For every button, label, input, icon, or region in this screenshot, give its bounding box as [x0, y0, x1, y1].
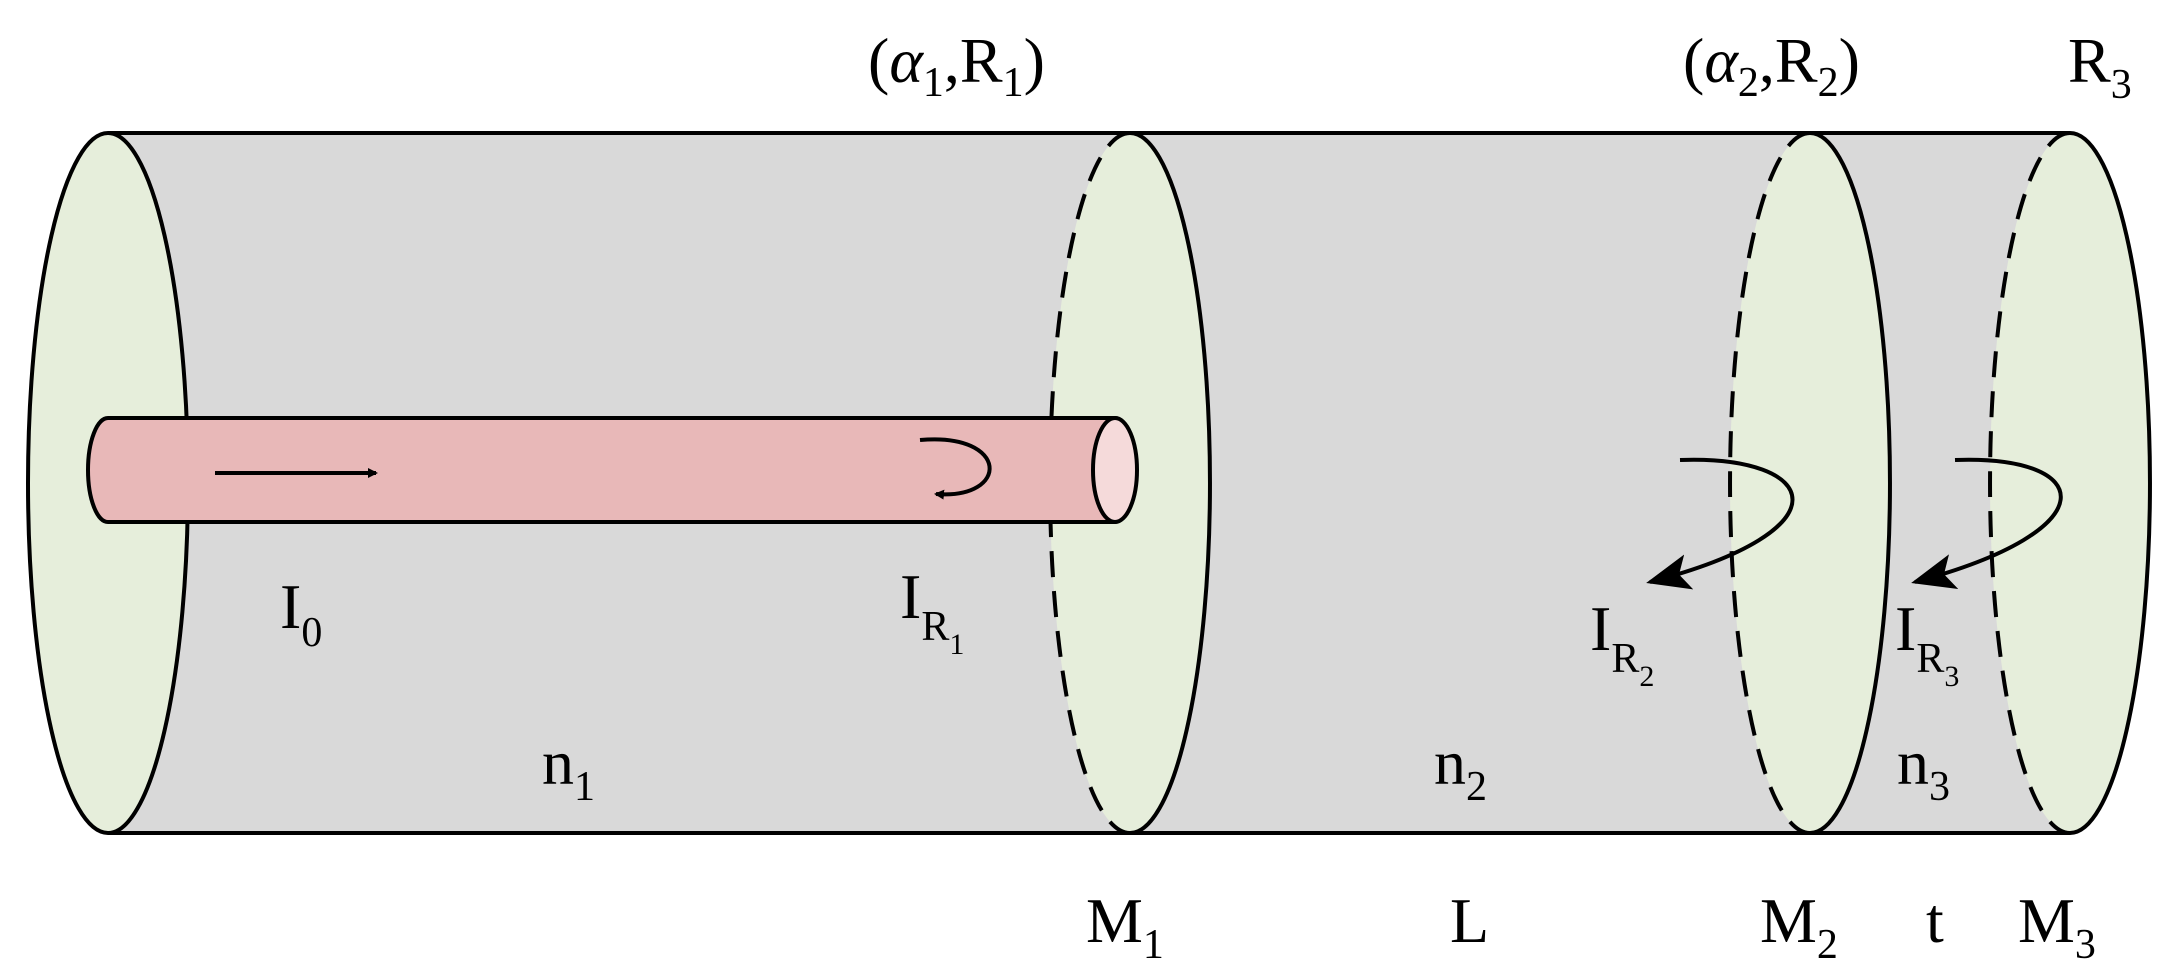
mirror-m3-back-edge — [1988, 131, 2071, 835]
mirror-m1-label: M1 — [1086, 885, 1164, 968]
incident-intensity-label: I0 — [280, 571, 322, 656]
mirror-m2-parameters-label: (α2,R2) — [1683, 25, 1860, 106]
mirror-m3-face — [1990, 133, 2150, 833]
light-beam-end — [1091, 416, 1139, 524]
mirror-m3-front-edge — [2069, 131, 2152, 835]
reflected-intensity-1-label: IR1 — [900, 561, 964, 661]
curved-return-arrow-icon — [1911, 457, 2063, 590]
cavity-length-label: L — [1450, 885, 1489, 956]
refractive-index-n1-label: n1 — [542, 727, 595, 810]
reflection-loop-arrow-icon — [919, 437, 992, 500]
reflected-intensity-2-label: IR2 — [1590, 593, 1654, 693]
mirror-m3-reflectivity-label: R3 — [2068, 25, 2132, 108]
mirror-m1-parameters-label: (α1,R1) — [868, 25, 1045, 106]
curved-return-arrow-icon — [1646, 457, 1795, 590]
refractive-index-n3-label: n3 — [1897, 727, 1950, 810]
thickness-label: t — [1926, 885, 1944, 956]
mirror-m2-label: M2 — [1760, 885, 1838, 968]
mirror-m2-face — [1730, 133, 1890, 833]
mirror-m1-front-edge — [1129, 131, 1212, 835]
light-beam — [86, 416, 1137, 524]
reflected-intensity-3-label: IR3 — [1895, 593, 1959, 693]
refractive-index-n2-label: n2 — [1434, 727, 1487, 810]
mirror-m3-label: M3 — [2018, 885, 2096, 968]
mirror-m2-front-edge — [1809, 131, 1892, 835]
mirror-m2-back-edge — [1728, 131, 1811, 835]
